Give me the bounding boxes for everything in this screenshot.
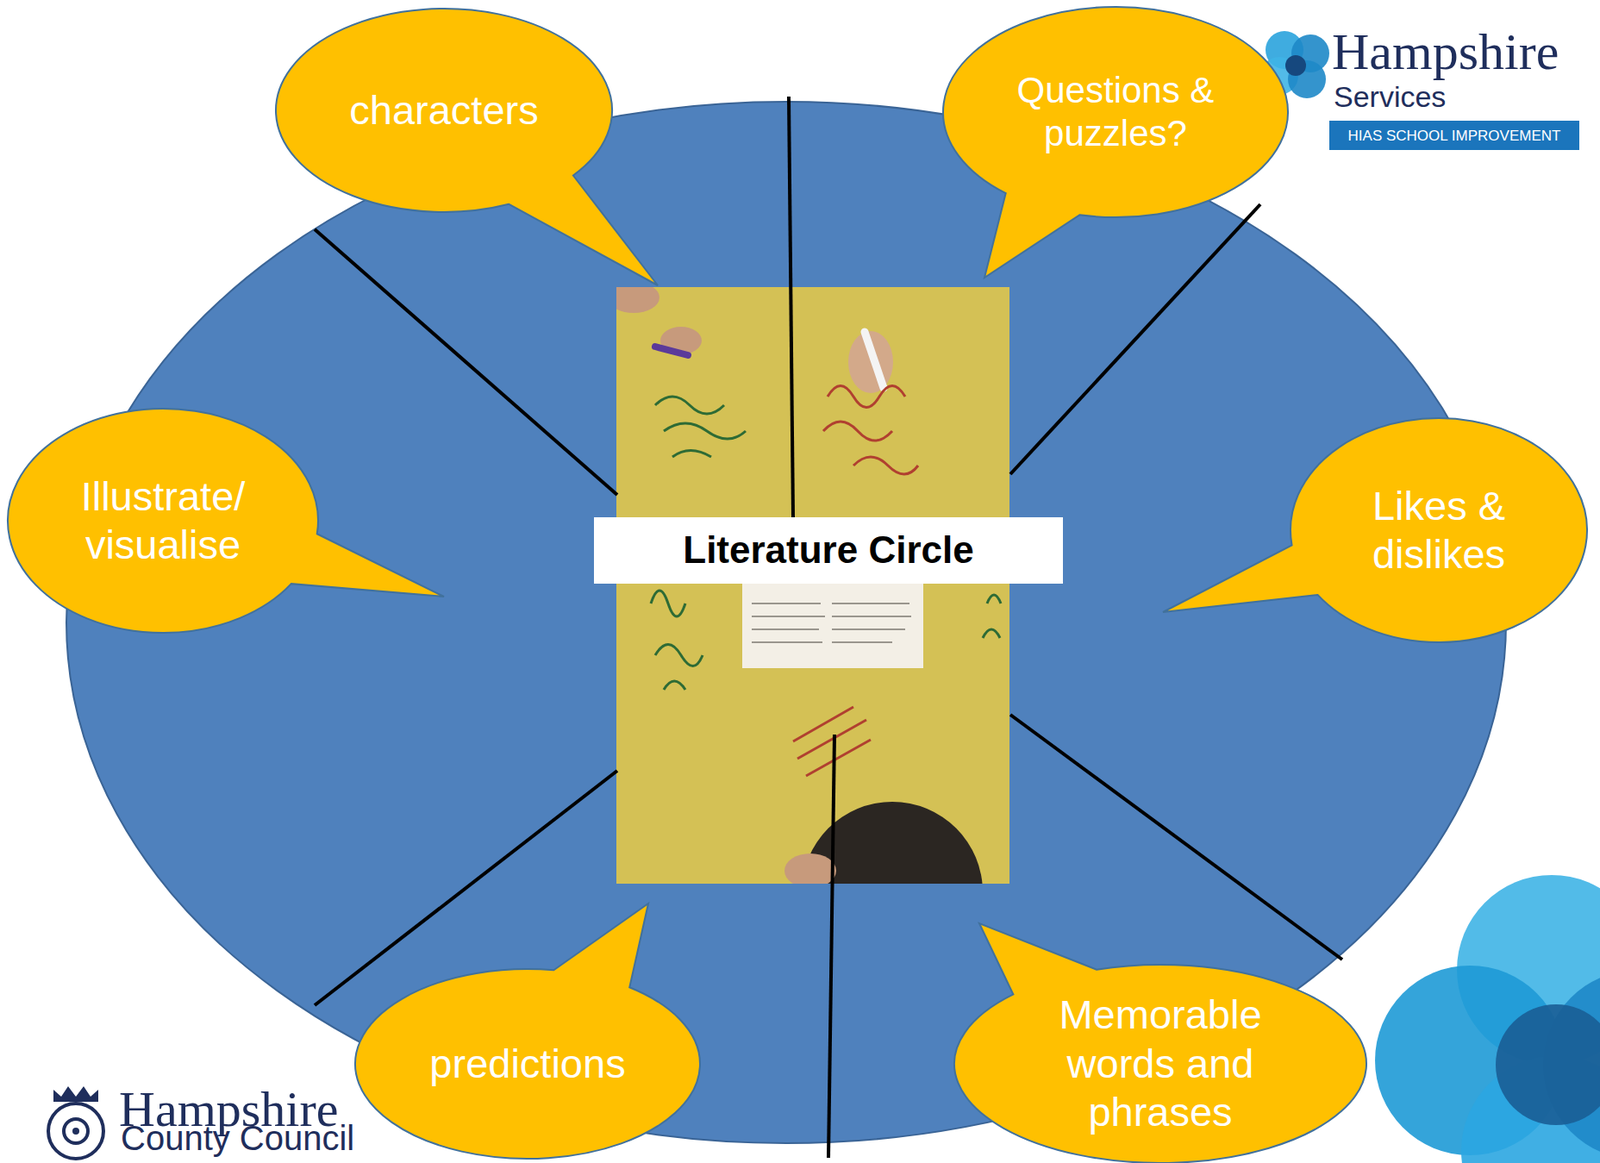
logo-centre — [1285, 55, 1307, 76]
speech-bubble: characters — [275, 8, 613, 213]
photo-sheet-lines — [751, 603, 912, 643]
divider-line — [1010, 714, 1343, 960]
logo-subtitle: Services — [1333, 81, 1446, 112]
crest-shield — [48, 1103, 104, 1159]
crest-rose-centre — [72, 1127, 80, 1135]
bubble-outline — [7, 408, 319, 633]
logo-subtitle: County Council — [120, 1120, 355, 1156]
speech-bubble: Illustrate/ visualise — [7, 408, 319, 633]
photo-pen — [864, 331, 884, 388]
node-text: characters — [349, 86, 538, 135]
speech-bubble: predictions — [355, 968, 700, 1159]
divider-lines — [314, 96, 1343, 1158]
speech-bubble: Memorable words and phrases — [954, 964, 1367, 1163]
photo-sheet — [742, 583, 924, 669]
photo-writing — [982, 594, 1001, 638]
bubble-shape — [355, 903, 700, 1159]
divider-line — [788, 96, 794, 518]
divider-line — [828, 734, 835, 1158]
text-holder: Questions & puzzles? — [1003, 68, 1228, 157]
divider-line — [1010, 204, 1261, 475]
photo-shade — [616, 287, 1010, 884]
node-text: Likes & dislikes — [1352, 481, 1525, 580]
logo-wordmark: Hampshire — [1331, 25, 1559, 78]
photo-paper — [616, 287, 1010, 884]
photo-pen — [655, 346, 688, 356]
council-crest — [48, 1086, 104, 1159]
node-text: Questions & puzzles? — [1003, 68, 1228, 157]
text-holder: predictions — [429, 1039, 625, 1088]
crest-crown — [53, 1086, 99, 1102]
bubble-shape — [943, 6, 1288, 278]
photo-hand — [784, 853, 837, 884]
photo-writing — [823, 386, 919, 475]
photo-hand — [616, 287, 660, 313]
bubble-shape — [1162, 418, 1588, 643]
photo-hand — [848, 331, 894, 394]
speech-bubble: Questions & puzzles? — [943, 6, 1288, 218]
text-holder: Memorable words and phrases — [1047, 990, 1274, 1137]
photo-writing — [650, 590, 703, 690]
text-holder: characters — [349, 86, 538, 135]
bubble-shape — [275, 8, 658, 286]
crest-rose — [63, 1118, 88, 1144]
logo-banner: HIAS SCHOOL IMPROVEMENT — [1329, 120, 1580, 150]
node-text: Illustrate/ visualise — [63, 472, 263, 570]
node-text: predictions — [429, 1039, 625, 1088]
node-text: Literature Circle — [682, 527, 974, 574]
bubble-outline — [1290, 418, 1588, 643]
box-shape — [593, 517, 1063, 584]
text-holder: Likes & dislikes — [1352, 481, 1525, 580]
photo-writing — [655, 396, 746, 457]
divider-line — [314, 229, 618, 495]
text-holder: Illustrate/ visualise — [63, 472, 263, 570]
speech-bubble: Likes & dislikes — [1290, 418, 1588, 643]
logo-centre — [1495, 1004, 1600, 1125]
bubble-shape — [954, 923, 1367, 1163]
text-holder: Literature Circle — [682, 527, 974, 574]
classroom-photo — [616, 287, 1010, 884]
bubble-outline — [943, 6, 1288, 218]
photo-writing — [793, 706, 871, 776]
node-text: Memorable words and phrases — [1047, 990, 1274, 1137]
large-flower-logo — [1375, 875, 1600, 1163]
bubble-shape — [7, 408, 444, 633]
title-box: Literature Circle — [593, 517, 1063, 584]
